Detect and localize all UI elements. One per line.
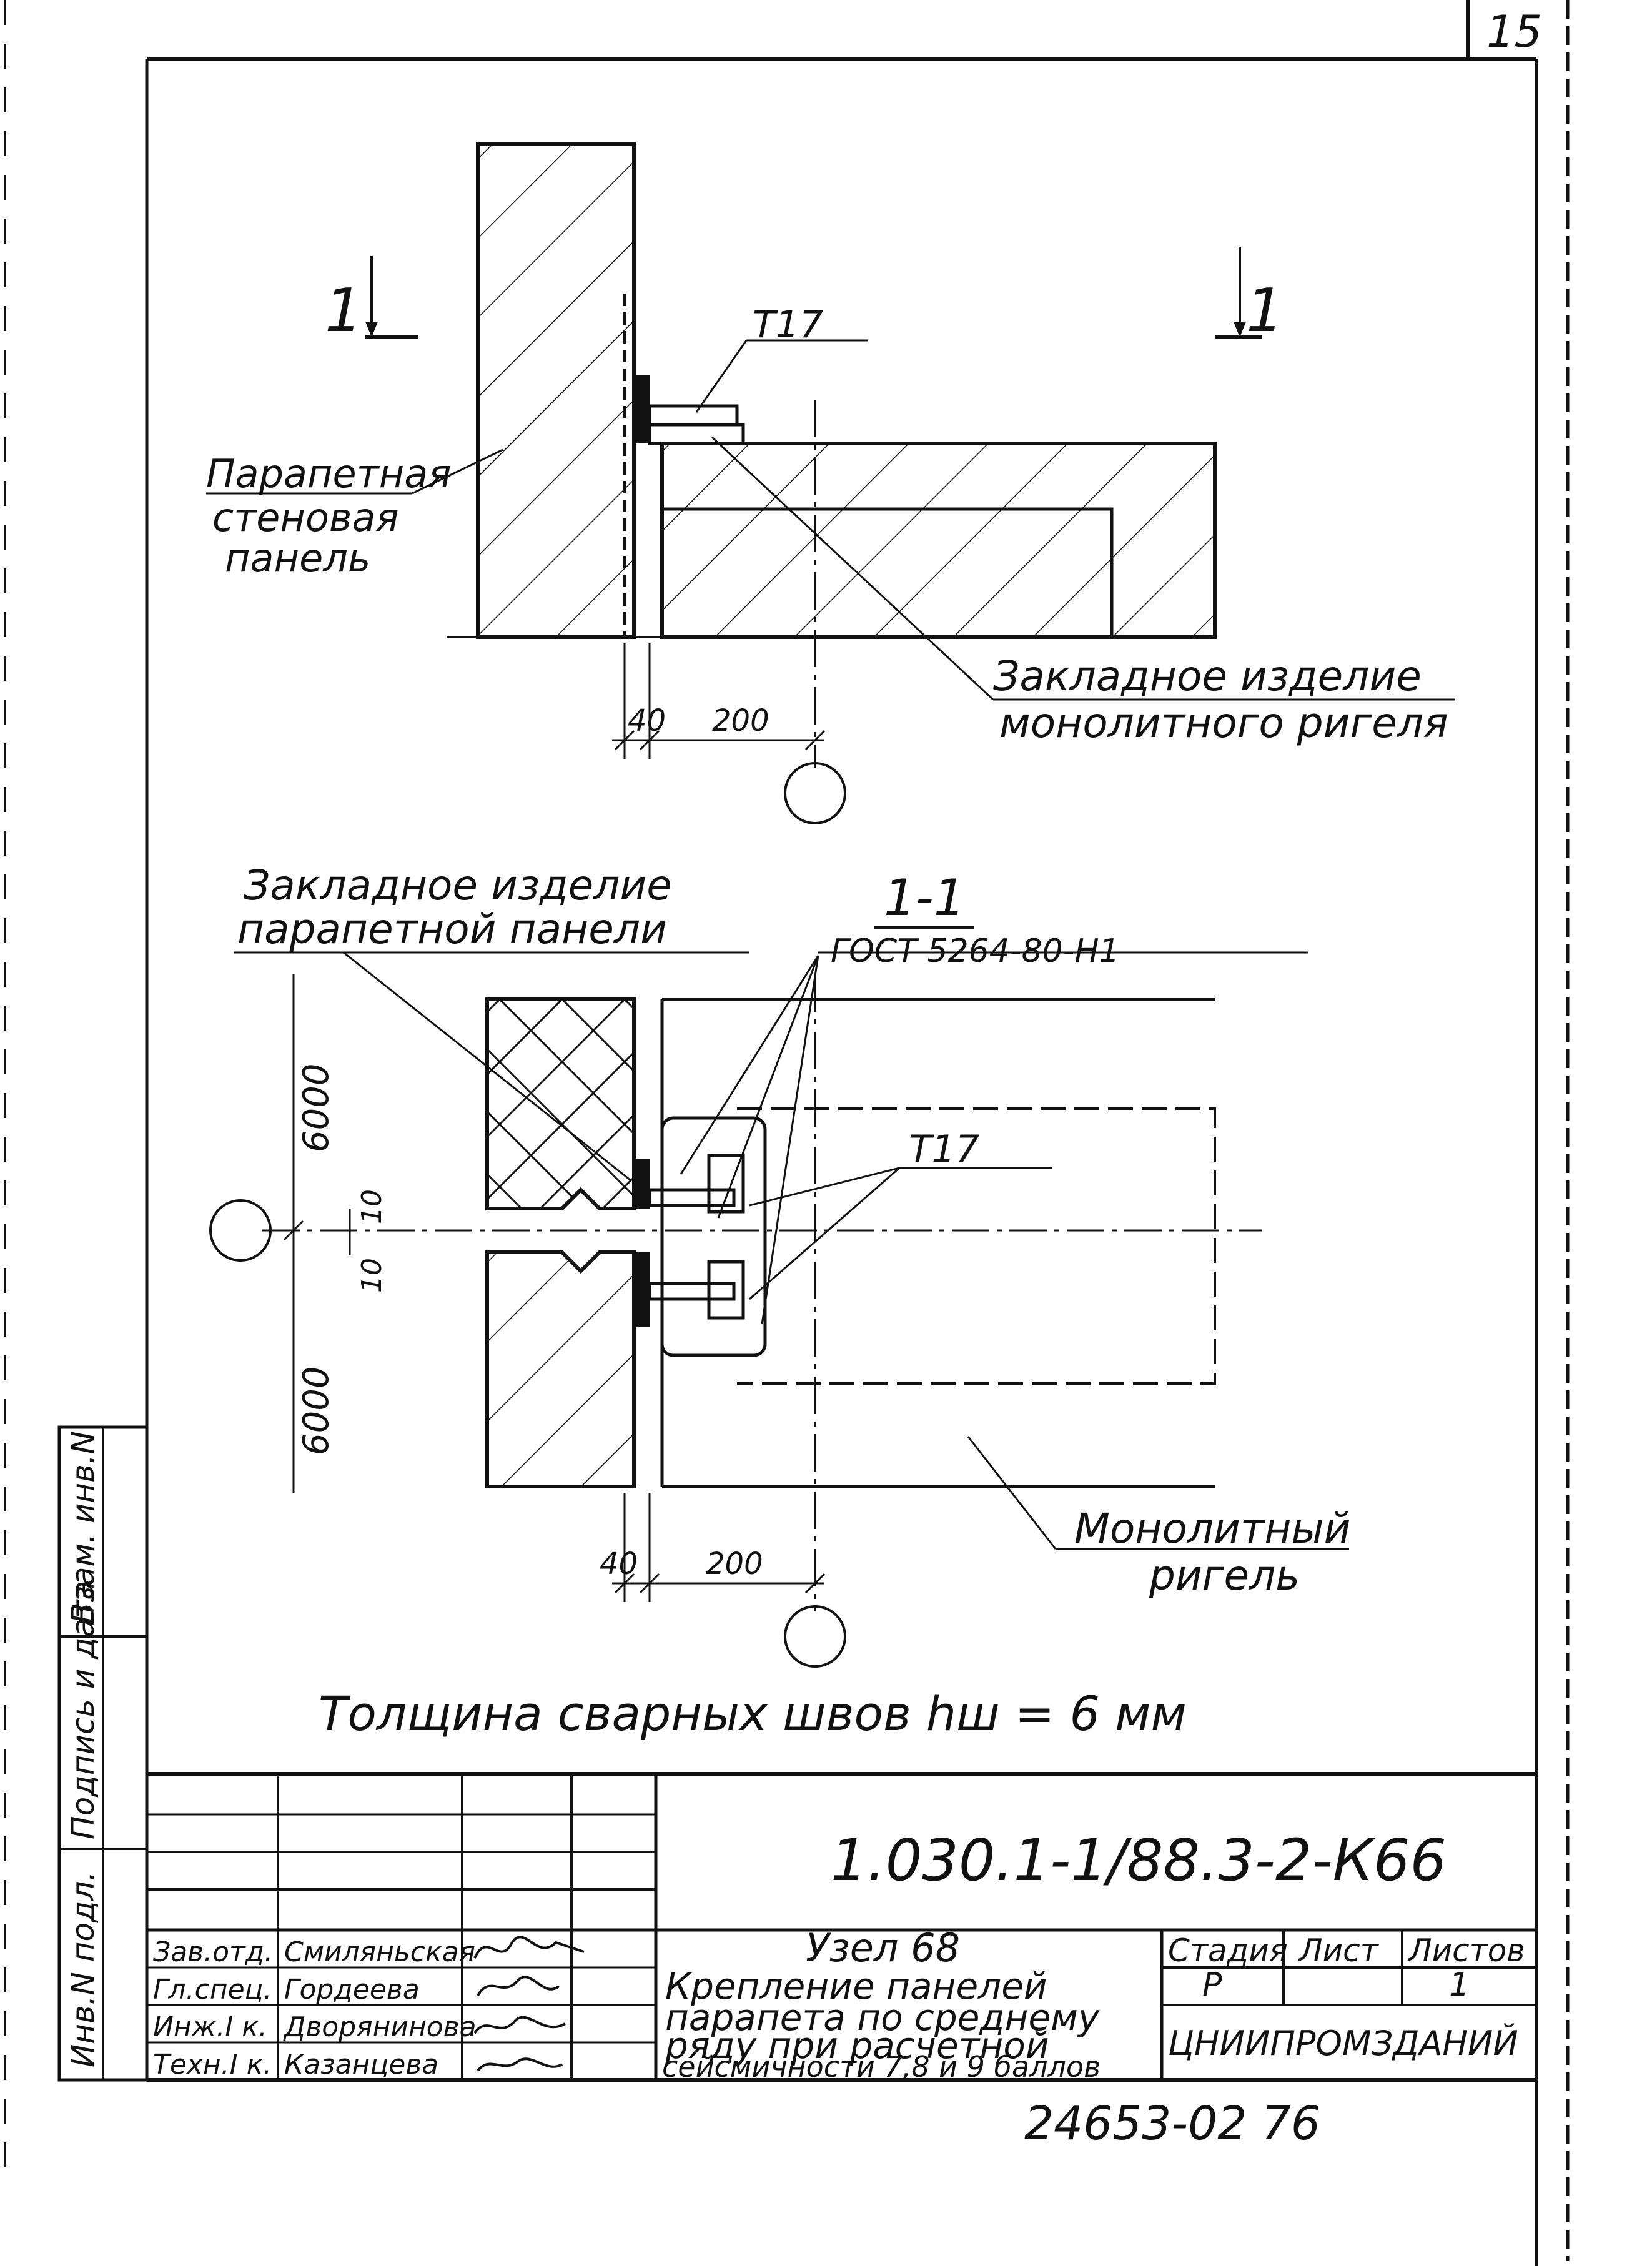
side-stamp [57,1425,149,2082]
signature-role-1: Зав.отд. [153,1936,273,1968]
dim-top-200: 200 [712,703,769,738]
signature-role-4: Техн.I к. [153,2049,272,2080]
dim-gap-b: 10 [356,1258,388,1293]
sheets-header: Листов [1407,1932,1525,1969]
side-stamp-replace: Взам. инв.N [65,1431,101,1624]
stage-value: Р [1202,1966,1222,2004]
section-mark-right: 1 [1246,277,1284,345]
signature-name-1: Смиляньская [284,1936,475,1968]
section-mark-left: 1 [325,277,362,345]
handwritten-signatures [473,1936,585,2072]
signature-name-4: Казанцева [284,2049,438,2080]
dim-height-upper: 6000 [296,1063,337,1152]
embedded-beam-label-2: монолитного ригеля [999,699,1448,747]
document-code: 1.030.1-1/88.3-2-К66 [831,1827,1447,1894]
gost-label: ГОСТ 5264-80-Н1 [831,933,1120,970]
organization: ЦНИИПРОМЗДАНИЙ [1168,2024,1518,2063]
description-line-1: Крепление панелей [665,1965,1047,2007]
parapet-panel-shape [476,142,636,639]
embedded-panel-label-2: парапетной панели [237,905,667,953]
dim-bottom-200: 200 [706,1546,763,1581]
signature-role-2: Гл.спец. [153,1974,272,2006]
t17-label-top: Т17 [753,303,823,347]
lower-panel-shape [485,1250,636,1488]
sheet-header: Лист [1298,1932,1380,1969]
sheet-number: 15 [1486,6,1542,57]
side-stamp-signature: Подпись и дата [65,1581,101,1839]
parapet-panel-label-3: панель [225,535,370,581]
parapet-panel-label-1: Парапетная [206,451,452,497]
monolithic-beam-label-1: Монолитный [1074,1505,1351,1553]
parapet-panel-label-2: стеновая [212,495,399,540]
archive-number: 24653-02 76 [1024,2097,1320,2150]
signature-role-3: Инж.I к. [153,2011,267,2043]
dim-top-40: 40 [628,703,666,738]
signature-name-2: Гордеева [284,1974,420,2006]
upper-panel-shape [485,997,636,1210]
signature-name-3: Дворянинова [283,2011,477,2043]
dim-height-lower: 6000 [296,1366,337,1455]
node-title: Узел 68 [806,1925,960,1971]
title-block-grid [147,1772,1536,2082]
weld-note: Толщина сварных швов hш = 6 мм [319,1686,1187,1741]
side-stamp-inv: Инв.N подл. [65,1871,101,2067]
embedded-beam-label-1: Закладное изделие [993,652,1422,700]
dim-gap-a: 10 [356,1189,388,1224]
description-line-3: ряду при расчетной [665,2024,1049,2067]
beam-shape [660,442,1217,639]
axis-circle-top [784,762,846,824]
embedded-panel-label-1: Закладное изделие [244,861,672,909]
section-view [209,951,1349,1668]
axis-circle-left [209,1199,272,1262]
section-title: 1-1 [884,869,966,927]
sheets-value: 1 [1449,1966,1470,2004]
monolithic-beam-label-2: ригель [1149,1551,1300,1600]
top-view: 1 1 [206,142,1455,824]
stage-header: Стадия [1168,1932,1288,1969]
embedded-plate [634,375,650,443]
dim-bottom-40: 40 [600,1546,638,1581]
t17-label-bottom: Т17 [909,1127,979,1171]
description-line-4: сейсмичности 7,8 и 9 баллов [662,2050,1101,2084]
description-line-2: парапета по среднему [665,1996,1100,2039]
axis-circle-bottom [784,1605,846,1668]
